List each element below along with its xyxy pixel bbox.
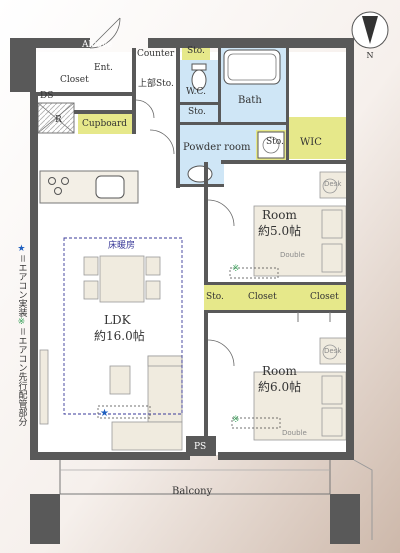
- legend-star-text: ＝エアコン実装: [16, 254, 27, 318]
- closet-mid1-label: Closet: [248, 292, 277, 302]
- legend-star-icon: ★: [16, 244, 27, 254]
- sto-wic-label: Sto.: [266, 137, 284, 147]
- wic-label: WIC: [300, 137, 322, 148]
- legend-pre-icon: ※: [16, 317, 27, 328]
- washer-drum: [262, 136, 280, 154]
- sto-mid-label: Sto.: [206, 292, 224, 302]
- aircon-prepipe-upper-icon: ※: [232, 264, 240, 274]
- wc-label: W.C.: [186, 87, 206, 97]
- ds-label: DS: [40, 91, 54, 101]
- aircon-unit: [97, 405, 151, 419]
- aircon-installed-icon: ★: [100, 408, 109, 419]
- dining-set: [83, 255, 161, 303]
- legend: ★＝エアコン実装※＝エアコン先行配管部分: [16, 244, 27, 427]
- walls: [10, 38, 360, 544]
- double-upper-label: Double: [280, 251, 305, 259]
- stove-icon: [48, 177, 69, 195]
- cupboard-area: [78, 114, 132, 134]
- closet-mid2-area: [306, 284, 350, 310]
- desk-lower-label: Desk: [324, 347, 342, 355]
- powder-room-label: Powder room: [183, 142, 251, 153]
- legend-pre-text: ＝エアコン先行配管部分: [16, 327, 27, 427]
- compass-north-label: N: [366, 51, 374, 60]
- room-lower-label: Room: [262, 364, 297, 378]
- balcony-edge: [353, 459, 373, 540]
- balcony-outline: [59, 460, 331, 495]
- closet-entry-label: Closet: [60, 75, 89, 85]
- sink-icon: [95, 175, 125, 199]
- alcove-label: Alcove: [82, 40, 113, 50]
- washbasin-icon: [187, 165, 213, 183]
- upper-bedroom-furniture: [253, 171, 351, 277]
- desk-upper-label: Desk: [324, 180, 342, 188]
- bathtub-icon: [223, 49, 281, 85]
- sto-wash-area: [180, 104, 218, 124]
- sto-mid-area: [204, 284, 228, 310]
- closet-mid1-area: [228, 284, 306, 310]
- floor-heating-area: [63, 237, 183, 415]
- balcony-label: Balcony: [172, 486, 213, 497]
- room-upper-size: 約5.0帖: [258, 224, 302, 238]
- ldk-size: 約16.0帖: [94, 329, 145, 343]
- sofa-set: [109, 355, 183, 451]
- bathtub-inner: [227, 53, 277, 81]
- ent-label: Ent.: [94, 63, 113, 73]
- room-lower-size: 約6.0帖: [258, 380, 302, 394]
- ps-label: PS: [194, 442, 207, 452]
- wic-area: [286, 117, 348, 159]
- closet-ticks: [297, 312, 331, 322]
- compass-icon: [351, 11, 389, 49]
- ldk-label: LDK: [104, 313, 131, 327]
- room-upper-label: Room: [262, 208, 297, 222]
- aircon-prepipe-lower: [231, 417, 281, 429]
- hatch-cross: [37, 102, 75, 134]
- r-label: R: [55, 115, 62, 125]
- floor-heating-label: 床暖房: [108, 241, 136, 251]
- upper-sto-label: 上部Sto.: [138, 79, 174, 89]
- toilet-tank: [191, 63, 207, 71]
- aircon-prepipe-upper: [229, 267, 279, 279]
- lower-bedroom-furniture: [253, 337, 351, 441]
- double-lower-label: Double: [282, 429, 307, 437]
- cupboard-label: Cupboard: [82, 119, 128, 129]
- sto-wash-label: Sto.: [188, 107, 206, 117]
- aircon-prepipe-lower-icon: ※: [232, 415, 240, 425]
- bath-label: Bath: [238, 95, 262, 106]
- counter-label: Counter: [137, 49, 175, 59]
- tv-board: [39, 349, 49, 425]
- closet-mid2-label: Closet: [310, 292, 339, 302]
- sto-top-label: Sto.: [187, 46, 205, 56]
- door-swings: [89, 17, 235, 367]
- washer-icon: [257, 131, 285, 159]
